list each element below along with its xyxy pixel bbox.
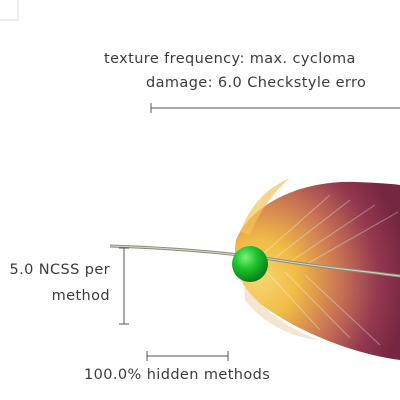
ncss-label: 5.0 NCSS per: [9, 262, 110, 278]
damage-label: damage: 6.0 Checkstyle erro: [146, 75, 367, 91]
texture-frequency-label: texture frequency: max. cycloma: [104, 51, 356, 67]
hidden-methods-scale-bar: [146, 351, 229, 361]
hidden-methods-label: 100.0% hidden methods: [84, 367, 271, 383]
green-ball: [232, 246, 268, 282]
texture-scale-bar: [150, 103, 400, 113]
ncss-scale-bar: [119, 247, 129, 325]
corner-decoration: [0, 0, 19, 21]
feather-vane: [234, 178, 400, 360]
ncss-method-label: method: [51, 288, 110, 304]
